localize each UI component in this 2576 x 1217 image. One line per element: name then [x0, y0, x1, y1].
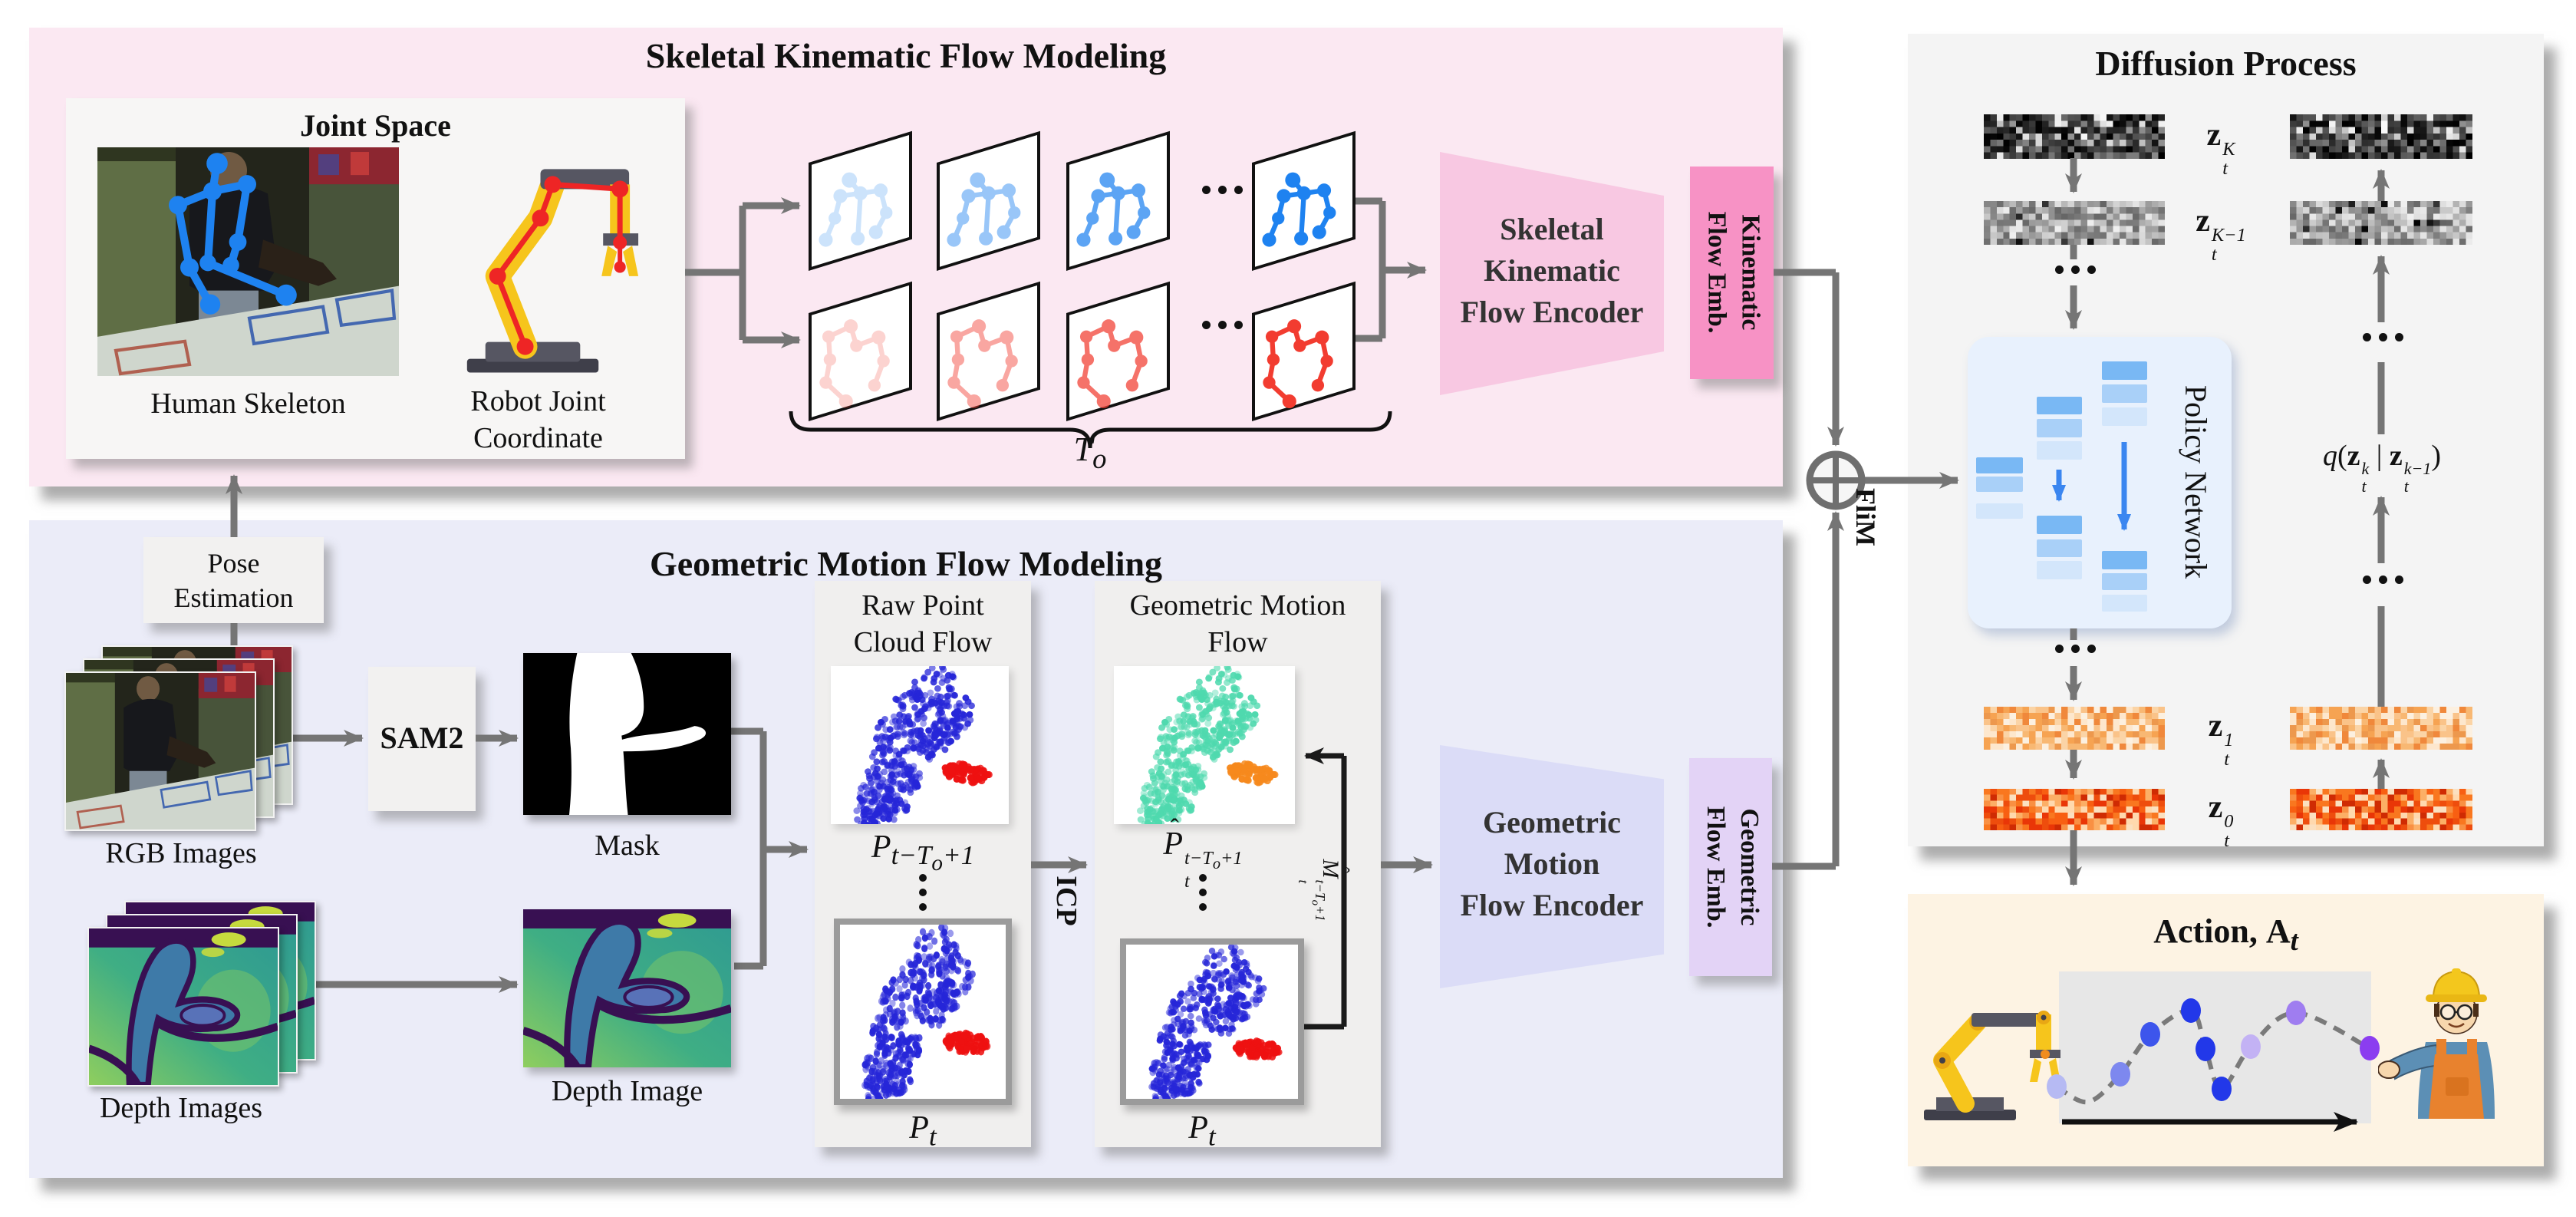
geometric-panel-title: Geometric Motion Flow Modeling	[649, 544, 1163, 583]
geo-col-line2: Flow	[1207, 625, 1268, 658]
skeletal-encoder-label: Skeletal Kinematic Flow Encoder	[1440, 209, 1664, 333]
geometric-encoder-line1: Geometric	[1483, 805, 1621, 839]
geometric-encoder-line2: Motion	[1504, 846, 1600, 881]
policy-feature-bar	[2102, 384, 2147, 403]
geometric-flow-title: Geometric Motion Flow	[1095, 588, 1381, 661]
geometric-motion-flow-image-current	[1120, 938, 1304, 1106]
raw-point-cloud-title: Raw Point Cloud Flow	[815, 588, 1031, 661]
robot-joint-image	[466, 169, 639, 373]
geometric-motion-flow-encoder	[1440, 745, 1664, 988]
policy-feature-bar	[2102, 361, 2147, 380]
human-skeleton-image	[97, 147, 399, 376]
noise-image-zK1-right	[2290, 201, 2473, 246]
sam2-label: SAM2	[380, 721, 464, 755]
policy-feature-bar	[2102, 573, 2147, 590]
skeletal-panel-title: Skeletal Kinematic Flow Modeling	[645, 36, 1167, 75]
geo-vdots-icon	[1192, 867, 1214, 918]
policy-feature-bar	[2102, 407, 2147, 426]
pose-estimation-label: Pose Estimation	[143, 546, 324, 615]
raw-point-cloud-image-history	[831, 664, 1009, 832]
noise-image-z1-right	[2290, 707, 2473, 750]
diffusion-ellipsis-right-bottom-icon	[2354, 574, 2412, 588]
action-panel-title: Action, At	[2153, 912, 2298, 956]
policy-feature-bar	[2102, 551, 2147, 569]
policy-feature-bar	[2037, 516, 2082, 534]
skeletal-encoder-line2: Kinematic	[1484, 253, 1620, 288]
noise-image-zK1-left	[1984, 201, 2166, 246]
pose-line1: Pose	[207, 548, 260, 579]
p-current-geo-label: Pt	[1188, 1110, 1216, 1152]
raw-col-line1: Raw Point	[861, 589, 984, 622]
geometric-encoder-line3: Flow Encoder	[1460, 888, 1644, 922]
policy-feature-bar	[2037, 397, 2082, 414]
joint-space-title: Joint Space	[300, 108, 451, 143]
robot-joint-label-line2: Coordinate	[473, 421, 603, 454]
frames-ellipsis-bottom-icon	[1191, 319, 1253, 333]
skeletal-encoder-line1: Skeletal	[1500, 212, 1604, 246]
pose-line2: Estimation	[173, 582, 294, 613]
noise-image-zK-left	[1984, 114, 2166, 160]
robot-joint-label: Robot Joint Coordinate	[424, 384, 652, 457]
noise-image-z0-right	[2290, 789, 2473, 831]
action-trajectory	[2047, 998, 2380, 1105]
noise-image-z0-left	[1984, 789, 2166, 831]
skeletal-encoder-line3: Flow Encoder	[1460, 295, 1644, 329]
human-skeleton-overlay-icon	[169, 153, 297, 315]
geometric-motion-flow-image-history	[1114, 664, 1295, 832]
geo-col-line1: Geometric Motion	[1129, 589, 1346, 622]
policy-feature-bar	[2037, 441, 2082, 460]
geometric-flow-emb-box	[1689, 758, 1772, 976]
diffusion-ellipsis-left-top-icon	[2046, 264, 2104, 278]
gray-connectors	[226, 158, 2390, 993]
sam2-box	[368, 667, 476, 811]
policy-feature-bar	[2037, 539, 2082, 557]
temporal-window-label: To	[1073, 430, 1107, 474]
policy-feature-bar	[2102, 595, 2147, 612]
human-skeleton-label: Human Skeleton	[150, 388, 346, 420]
p-history-label: Pt−To+1	[871, 829, 975, 876]
noise-image-z1-left	[1984, 707, 2166, 750]
frames-ellipsis-top-icon	[1191, 184, 1253, 198]
depth-images-label: Depth Images	[99, 1092, 263, 1124]
temporal-brace-icon	[789, 411, 1392, 449]
diffusion-ellipsis-left-bottom-icon	[2046, 643, 2104, 657]
pose-estimation-box	[143, 537, 324, 623]
icp-loop-arrow	[1304, 747, 1347, 1030]
robot-joint-label-line1: Robot Joint	[470, 385, 606, 417]
policy-feature-bar	[1976, 457, 2023, 473]
kinematic-flow-emb-box	[1690, 167, 1774, 379]
raw-vdots-icon	[912, 867, 934, 918]
policy-feature-bar	[1976, 477, 2023, 492]
raw-col-line2: Cloud Flow	[853, 625, 993, 658]
policy-feature-bar	[2037, 561, 2082, 579]
geometric-encoder-label: Geometric Motion Flow Encoder	[1440, 802, 1664, 926]
action-robot-arm-image	[1924, 1011, 2060, 1120]
diffusion-ellipsis-right-top-icon	[2354, 331, 2412, 345]
skeletal-kinematic-flow-encoder	[1440, 152, 1664, 395]
plus-circle-icon	[1806, 450, 1866, 510]
rgb-images-label: RGB Images	[105, 837, 257, 869]
depth-image-label: Depth Image	[551, 1075, 703, 1107]
diffusion-panel-title: Diffusion Process	[2095, 44, 2357, 83]
policy-feature-bar	[1976, 503, 2023, 519]
p-current-raw-label: Pt	[909, 1110, 937, 1152]
noise-image-zK-right	[2290, 114, 2473, 160]
policy-feature-bar	[2037, 419, 2082, 437]
worker-cartoon-image	[2378, 968, 2495, 1119]
policy-blue-arrows	[2052, 442, 2131, 531]
raw-point-cloud-image-current	[834, 919, 1012, 1107]
mask-label: Mask	[595, 829, 660, 862]
